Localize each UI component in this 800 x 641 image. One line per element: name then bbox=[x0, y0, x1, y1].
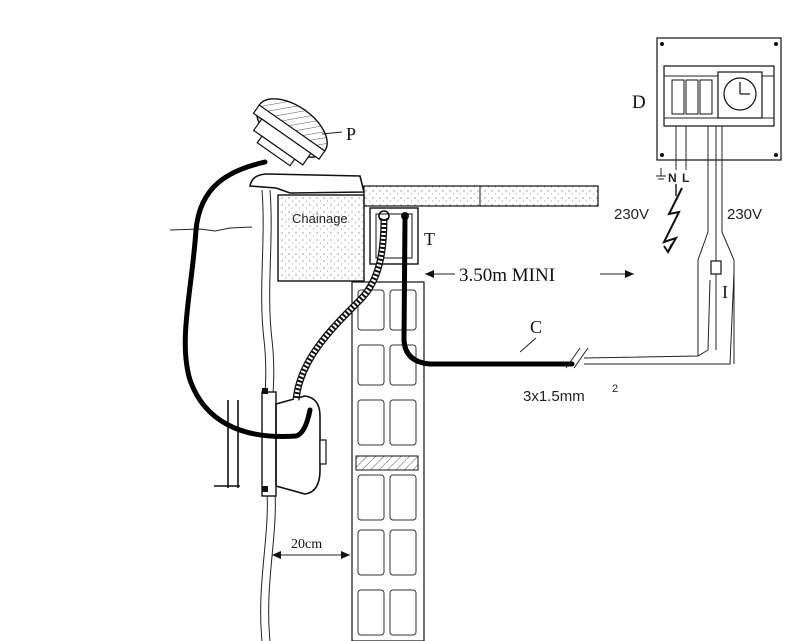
chainage-label: Chainage bbox=[292, 211, 348, 226]
line-label: L bbox=[682, 171, 689, 185]
cable-label: C bbox=[530, 317, 542, 337]
projector-top bbox=[252, 98, 328, 167]
chainage-block: Chainage bbox=[277, 194, 365, 282]
neutral-label: N bbox=[668, 171, 677, 185]
cable-section-base: 3x1.5mm bbox=[523, 388, 585, 405]
transformer-label: T bbox=[424, 229, 435, 249]
distance-dimension: 3.50m MINI bbox=[425, 265, 634, 286]
projector-label: P bbox=[346, 124, 356, 144]
cabinet-label: D bbox=[632, 92, 646, 113]
wall-gap-dimension: 20cm bbox=[272, 537, 350, 559]
wall-gap-label: 20cm bbox=[291, 537, 322, 552]
projector-cable bbox=[182, 159, 313, 440]
projector-niche bbox=[214, 388, 327, 497]
conduit bbox=[292, 217, 388, 401]
supply-cable bbox=[401, 215, 575, 367]
switch-label: I bbox=[722, 282, 728, 302]
distance-label: 3.50m MINI bbox=[459, 265, 555, 286]
lightning-icon bbox=[662, 184, 683, 254]
cabinet-wires bbox=[675, 126, 735, 364]
timer-clock-icon bbox=[717, 71, 763, 119]
earth-ground-icon bbox=[656, 168, 666, 180]
block-wall bbox=[351, 281, 425, 641]
pool-coping bbox=[249, 173, 366, 194]
cable-section-exp: 2 bbox=[612, 383, 618, 395]
electrical-cabinet: D bbox=[632, 37, 782, 161]
voltage-left-label: 230V bbox=[614, 206, 649, 223]
ground-line bbox=[169, 226, 253, 232]
paving-slab bbox=[363, 185, 599, 207]
switch-box: I bbox=[710, 260, 728, 302]
voltage-right-label: 230V bbox=[727, 206, 762, 223]
